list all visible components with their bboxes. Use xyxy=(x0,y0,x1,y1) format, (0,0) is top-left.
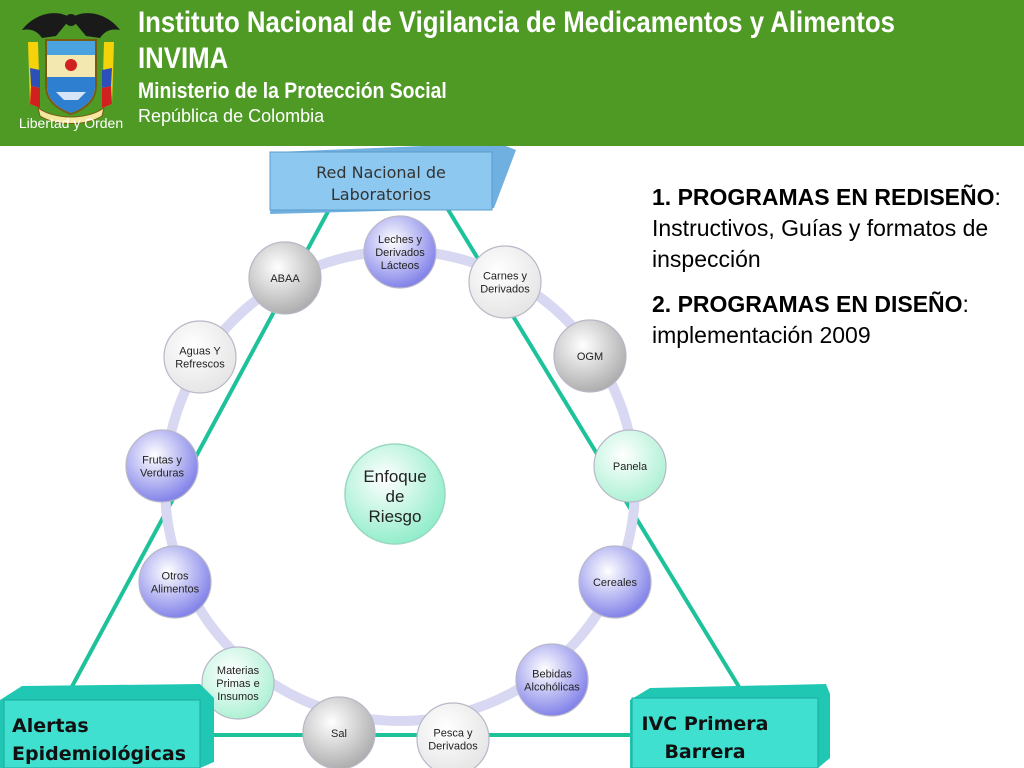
category-node-label: Derivados xyxy=(480,284,530,296)
category-node-label: Panela xyxy=(613,461,648,473)
category-node-circle xyxy=(248,241,322,315)
category-node-circle xyxy=(125,429,199,503)
category-node-label: Alimentos xyxy=(151,584,200,596)
category-node-circle xyxy=(468,245,542,319)
category-node-label: Carnes y xyxy=(483,271,528,283)
category-node-label: Insumos xyxy=(217,691,259,703)
program-item-2-desc: : implementación 2009 xyxy=(652,291,969,348)
colombia-coat-of-arms-icon xyxy=(22,13,120,124)
institute-title: Instituto Nacional de Vigilancia de Medi… xyxy=(138,6,895,39)
category-node-label: Aguas Y xyxy=(179,346,221,358)
category-node-label: Sal xyxy=(331,728,347,740)
category-node-label: Primas e xyxy=(216,678,259,690)
top-box-red-nacional: Red Nacional de Laboratorios xyxy=(269,146,516,214)
category-node-label: Otros xyxy=(162,571,189,583)
category-node-circle xyxy=(416,702,490,768)
category-node-3: Panela xyxy=(593,429,667,503)
category-node-circle xyxy=(138,545,212,619)
crest-motto: Libertad y Orden xyxy=(18,115,124,131)
category-node-4: Cereales xyxy=(578,545,652,619)
category-node-label: Materias xyxy=(217,665,260,677)
category-node-label: Leches y xyxy=(378,234,423,246)
category-node-label: OGM xyxy=(577,351,603,363)
category-node-label: Bebidas xyxy=(532,669,572,681)
program-item-1-desc: : Instructivos, Guías y formatos de insp… xyxy=(652,184,1001,272)
left-box-line1: Alertas xyxy=(12,715,89,737)
category-node-circle xyxy=(163,320,237,394)
institute-acronym: INVIMA xyxy=(138,42,229,75)
program-item-2-title: 2. PROGRAMAS EN DISEÑO xyxy=(652,291,963,317)
category-node-7: Sal xyxy=(302,696,376,768)
category-node-label: Cereales xyxy=(593,577,638,589)
category-node-label: Pesca y xyxy=(433,728,473,740)
category-node-12: ABAA xyxy=(248,241,322,315)
category-node-circle xyxy=(302,696,376,768)
left-box-line2: Epidemiológicas xyxy=(12,743,186,765)
right-box-ivc: IVC Primera Barrera xyxy=(630,684,830,768)
top-box-line2: Laboratorios xyxy=(331,185,431,204)
program-item-2: 2. PROGRAMAS EN DISEÑO: implementación 2… xyxy=(652,289,1017,351)
category-node-label: Lácteos xyxy=(381,260,420,272)
category-node-label: ABAA xyxy=(270,273,300,285)
ministry-name: Ministerio de la Protección Social xyxy=(138,78,447,103)
program-item-1: 1. PROGRAMAS EN REDISEÑO: Instructivos, … xyxy=(652,182,1017,275)
category-node-label: Refrescos xyxy=(175,359,225,371)
category-node-label: Alcohólicas xyxy=(524,682,580,694)
category-node-circle xyxy=(515,643,589,717)
category-node-label: Verduras xyxy=(140,468,185,480)
category-node-label: Derivados xyxy=(428,741,478,753)
center-node: Enfoque de Riesgo xyxy=(344,443,446,545)
category-node-circle xyxy=(553,319,627,393)
left-box-alertas: Alertas Epidemiológicas xyxy=(0,684,214,768)
right-box-line2: Barrera xyxy=(664,741,745,763)
top-box-line1: Red Nacional de xyxy=(316,163,446,182)
category-node-circle xyxy=(578,545,652,619)
programs-text-panel: 1. PROGRAMAS EN REDISEÑO: Instructivos, … xyxy=(652,182,1017,365)
center-line2: de xyxy=(386,487,405,506)
category-node-circle xyxy=(363,215,437,289)
category-node-label: Frutas y xyxy=(142,455,182,467)
category-node-circle xyxy=(593,429,667,503)
category-node-circle xyxy=(201,646,275,720)
category-node-label: Derivados xyxy=(375,247,425,259)
program-item-1-title: 1. PROGRAMAS EN REDISEÑO xyxy=(652,184,995,210)
header-banner: Libertad y Orden Instituto Nacional de V… xyxy=(0,0,1024,146)
country-name: República de Colombia xyxy=(138,106,325,126)
right-box-line1: IVC Primera xyxy=(641,713,768,735)
center-line1: Enfoque xyxy=(363,467,426,486)
category-node-2: OGM xyxy=(553,319,627,393)
center-line3: Riesgo xyxy=(369,507,422,526)
